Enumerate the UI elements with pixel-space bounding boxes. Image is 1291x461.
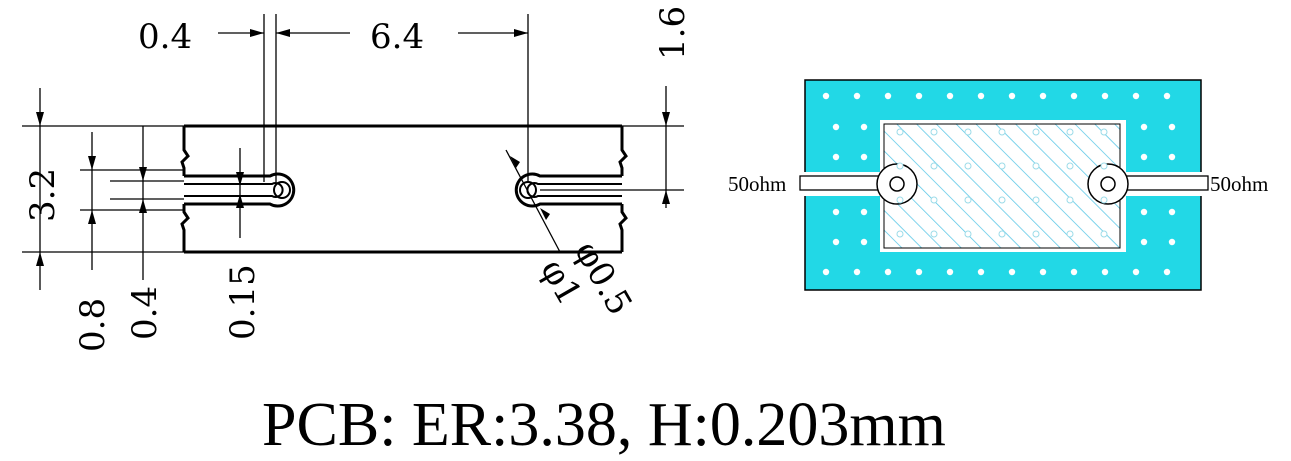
via-dot bbox=[1140, 123, 1148, 131]
resonator-via-dot bbox=[896, 196, 904, 204]
right-dimensions bbox=[540, 86, 684, 208]
resonator-via-dot bbox=[930, 196, 938, 204]
resonator-via-dot bbox=[930, 230, 938, 238]
via-dot bbox=[915, 92, 923, 100]
resonator-via-dot bbox=[930, 128, 938, 136]
via-dot bbox=[822, 268, 830, 276]
pcb-feed-lines bbox=[799, 163, 1209, 205]
via-grid bbox=[822, 92, 1176, 276]
via-dot bbox=[832, 123, 840, 131]
outer-gap-label: 0.8 bbox=[73, 298, 113, 352]
resonator-via-dot bbox=[964, 196, 972, 204]
via-dot bbox=[1168, 238, 1176, 246]
via-dot bbox=[860, 208, 868, 216]
via-dot bbox=[1163, 268, 1171, 276]
via-dot bbox=[977, 92, 985, 100]
resonator-via-dot bbox=[998, 128, 1006, 136]
resonator-via-dot bbox=[1100, 230, 1108, 238]
resonator-via-dot bbox=[998, 230, 1006, 238]
resonator-via-dot bbox=[998, 196, 1006, 204]
via-dot bbox=[1140, 208, 1148, 216]
resonator-via-dot bbox=[1066, 162, 1074, 170]
inner-gap-label: 0.4 bbox=[125, 286, 165, 340]
resonator-via-dot bbox=[896, 128, 904, 136]
via-dot bbox=[1132, 268, 1140, 276]
right-height-label: 1.6 bbox=[653, 6, 693, 60]
via-dot bbox=[1070, 268, 1078, 276]
via-dot bbox=[860, 153, 868, 161]
resonator-via-dot bbox=[1032, 128, 1040, 136]
left-dimensions bbox=[22, 88, 244, 290]
resonator-via-dot bbox=[1100, 128, 1108, 136]
pcb-layout: 50ohm 50ohm bbox=[728, 79, 1268, 291]
via-dot bbox=[1101, 268, 1109, 276]
via-dot bbox=[822, 92, 830, 100]
resonator-via-dot bbox=[998, 162, 1006, 170]
via-dot bbox=[946, 92, 954, 100]
via-dot bbox=[1168, 123, 1176, 131]
left-port-label: 50ohm bbox=[728, 172, 786, 196]
via-dot bbox=[1132, 92, 1140, 100]
via-dot bbox=[860, 123, 868, 131]
top-dimensions bbox=[218, 14, 529, 182]
via-dot bbox=[860, 238, 868, 246]
via-dot bbox=[832, 208, 840, 216]
via-dot bbox=[1140, 153, 1148, 161]
pad-spacing-label: 6.4 bbox=[370, 17, 424, 57]
resonator-body bbox=[180, 124, 628, 254]
via-dot bbox=[832, 153, 840, 161]
via-dot bbox=[1168, 153, 1176, 161]
pcb-caption: PCB: ER:3.38, H:0.203mm bbox=[262, 391, 946, 459]
left-via bbox=[273, 181, 291, 199]
resonator-via-dot bbox=[1066, 128, 1074, 136]
right-port-label: 50ohm bbox=[1210, 172, 1268, 196]
resonator-via-dot bbox=[1032, 196, 1040, 204]
resonator-via-dot bbox=[1066, 230, 1074, 238]
resonator-via-dot bbox=[1066, 196, 1074, 204]
via-dot bbox=[853, 92, 861, 100]
via-dot bbox=[1039, 92, 1047, 100]
resonator-via-dot bbox=[964, 230, 972, 238]
resonator-via-dot bbox=[930, 162, 938, 170]
resonator-via-dot bbox=[1032, 230, 1040, 238]
via-dot bbox=[832, 238, 840, 246]
via-dot bbox=[1008, 268, 1016, 276]
via-dot bbox=[1163, 92, 1171, 100]
via-dot bbox=[853, 268, 861, 276]
via-dot bbox=[1168, 208, 1176, 216]
via-dot bbox=[1101, 92, 1109, 100]
via-dot bbox=[1008, 92, 1016, 100]
resonator-area bbox=[883, 123, 1121, 249]
resonator-via-dot bbox=[964, 162, 972, 170]
via-dot bbox=[915, 268, 923, 276]
overall-height-label: 3.2 bbox=[23, 168, 63, 222]
via-dot bbox=[1140, 238, 1148, 246]
line-width-label: 0.15 bbox=[223, 264, 263, 340]
via-dot bbox=[977, 268, 985, 276]
via-dot bbox=[1070, 92, 1078, 100]
resonator-via-dot bbox=[964, 128, 972, 136]
gap-width-label: 0.4 bbox=[138, 17, 192, 57]
mechanical-drawing: 0.4 6.4 1.6 3.2 0.8 0.4 0.15 φ0.5 φ1 bbox=[22, 6, 693, 352]
resonator-via-dot bbox=[1100, 196, 1108, 204]
resonator-via-dot bbox=[896, 230, 904, 238]
via-dot bbox=[884, 268, 892, 276]
via-dot bbox=[884, 92, 892, 100]
via-dot bbox=[946, 268, 954, 276]
resonator-via-dot bbox=[896, 162, 904, 170]
resonator-via-dot bbox=[1100, 162, 1108, 170]
diameter-leaders bbox=[505, 149, 561, 253]
resonator-via-dot bbox=[1032, 162, 1040, 170]
via-dot bbox=[1039, 268, 1047, 276]
